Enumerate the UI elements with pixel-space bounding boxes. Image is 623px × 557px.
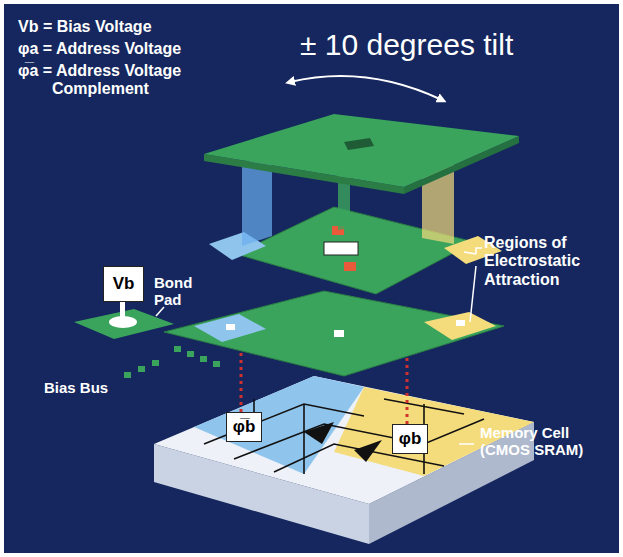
part-label: Bond Pad [154, 274, 214, 309]
voltage-box: φ̅b [226, 412, 262, 442]
part-label: ± 10 degrees tilt [300, 28, 610, 63]
symbol-key: φa = Address Voltage [18, 40, 248, 58]
part-label: Bias Bus [44, 379, 134, 396]
voltage-box: φb [392, 424, 428, 454]
background-panel: Vb = Bias Voltage φa = Address Voltage φ̅a… [4, 4, 619, 553]
voltage-name: φ̅b [233, 417, 256, 437]
voltage-box: Vb [103, 266, 144, 302]
symbol-key: Vb = Bias Voltage [18, 18, 248, 36]
part-label: Memory Cell (CMOS SRAM) [480, 424, 612, 459]
part-label: Regions of Electrostatic Attraction [484, 234, 609, 289]
voltage-name: Vb [113, 274, 135, 294]
symbol-key: φ̅a = Address Voltage Complement [18, 62, 250, 99]
voltage-name: φb [399, 429, 422, 449]
